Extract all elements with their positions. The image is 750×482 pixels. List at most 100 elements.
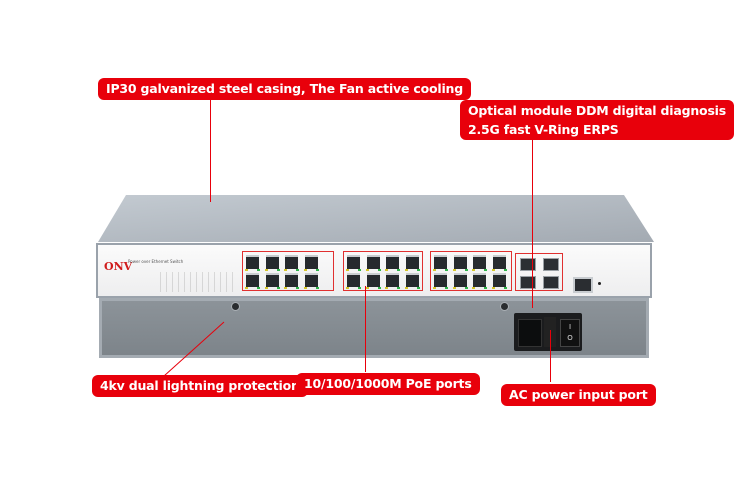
screw-icon xyxy=(500,302,509,311)
link-led xyxy=(433,287,436,289)
activity-led xyxy=(503,269,507,271)
link-led xyxy=(303,287,307,289)
sfp-port[interactable] xyxy=(543,276,559,289)
activity-led xyxy=(445,269,448,271)
rj45-port[interactable] xyxy=(303,273,319,289)
link-led xyxy=(472,287,475,289)
reset-button[interactable] xyxy=(598,282,601,285)
rj45-port[interactable] xyxy=(433,273,448,289)
callout-ac-power: AC power input port xyxy=(501,384,656,406)
link-led xyxy=(491,269,495,271)
activity-led xyxy=(377,269,381,271)
link-led xyxy=(346,269,349,271)
activity-led xyxy=(257,269,260,271)
link-led xyxy=(404,287,408,289)
link-led xyxy=(365,287,369,289)
activity-led xyxy=(445,287,448,289)
rj45-port[interactable] xyxy=(245,255,260,271)
activity-led xyxy=(276,269,280,271)
rj45-port[interactable] xyxy=(365,255,381,271)
callout-poe-ports: 10/100/1000M PoE ports xyxy=(296,373,480,395)
rj45-port[interactable] xyxy=(472,255,487,271)
callout-optical-line1: Optical module DDM digital diagnosis xyxy=(468,103,727,118)
activity-led xyxy=(276,287,280,289)
link-led xyxy=(245,287,248,289)
rj45-port[interactable] xyxy=(433,255,448,271)
link-led xyxy=(472,269,475,271)
activity-led xyxy=(484,287,487,289)
rj45-port[interactable] xyxy=(284,255,299,271)
rj45-port[interactable] xyxy=(404,273,420,289)
activity-led xyxy=(397,269,400,271)
link-led xyxy=(264,287,268,289)
link-led xyxy=(264,269,268,271)
link-led xyxy=(245,269,248,271)
link-led xyxy=(385,269,388,271)
activity-led xyxy=(464,269,468,271)
rj45-port[interactable] xyxy=(245,273,260,289)
callout-casing: IP30 galvanized steel casing, The Fan ac… xyxy=(98,78,472,100)
rj45-port[interactable] xyxy=(284,273,299,289)
link-led xyxy=(491,287,495,289)
activity-led xyxy=(484,269,487,271)
leader-line-casing xyxy=(210,98,211,202)
link-led xyxy=(365,269,369,271)
sfp-port[interactable] xyxy=(520,276,536,289)
link-led xyxy=(385,287,388,289)
link-led xyxy=(452,287,456,289)
brand-logo: ONV xyxy=(104,260,133,273)
rj45-port[interactable] xyxy=(365,273,381,289)
activity-led xyxy=(315,287,319,289)
activity-led xyxy=(416,287,420,289)
rj45-port[interactable] xyxy=(385,255,400,271)
rj45-port-group-2 xyxy=(343,251,423,291)
leader-line-lightning xyxy=(163,321,225,377)
link-led xyxy=(404,269,408,271)
link-led xyxy=(284,287,287,289)
iec-power-inlet[interactable] xyxy=(518,319,542,347)
rj45-port[interactable] xyxy=(346,255,361,271)
sfp-port-group xyxy=(515,253,563,291)
rj45-port[interactable] xyxy=(264,255,280,271)
link-led xyxy=(433,269,436,271)
activity-led xyxy=(358,287,361,289)
activity-led xyxy=(257,287,260,289)
activity-led xyxy=(296,287,299,289)
rj45-port[interactable] xyxy=(264,273,280,289)
callout-optical-line2: 2.5G fast V-Ring ERPS xyxy=(468,122,619,137)
activity-led xyxy=(315,269,319,271)
activity-led xyxy=(296,269,299,271)
leader-line-optical xyxy=(532,138,533,308)
sfp-port[interactable] xyxy=(520,258,536,271)
callout-lightning: 4kv dual lightning protection xyxy=(92,375,308,397)
rj45-port[interactable] xyxy=(346,273,361,289)
activity-led xyxy=(416,269,420,271)
rj45-port[interactable] xyxy=(491,255,507,271)
rj45-port[interactable] xyxy=(452,273,468,289)
link-led xyxy=(346,287,349,289)
rj45-port[interactable] xyxy=(404,255,420,271)
sfp-port[interactable] xyxy=(543,258,559,271)
rj45-port[interactable] xyxy=(491,273,507,289)
rj45-port[interactable] xyxy=(472,273,487,289)
screw-icon xyxy=(231,302,240,311)
activity-led xyxy=(377,287,381,289)
faceplate-title: Power over Ethernet Switch xyxy=(128,259,184,264)
activity-led xyxy=(503,287,507,289)
rj45-port[interactable] xyxy=(303,255,319,271)
leader-line-poe xyxy=(365,286,366,372)
rj45-port-group-1 xyxy=(242,251,334,291)
rj45-port[interactable] xyxy=(385,273,400,289)
callout-optical: Optical module DDM digital diagnosis 2.5… xyxy=(460,100,735,140)
link-led xyxy=(284,269,287,271)
rj45-port-group-3 xyxy=(430,251,512,291)
console-port[interactable] xyxy=(573,277,593,293)
link-led xyxy=(303,269,307,271)
rj45-port[interactable] xyxy=(452,255,468,271)
link-led xyxy=(452,269,456,271)
activity-led xyxy=(358,269,361,271)
activity-led xyxy=(464,287,468,289)
status-led-panel xyxy=(160,272,236,292)
